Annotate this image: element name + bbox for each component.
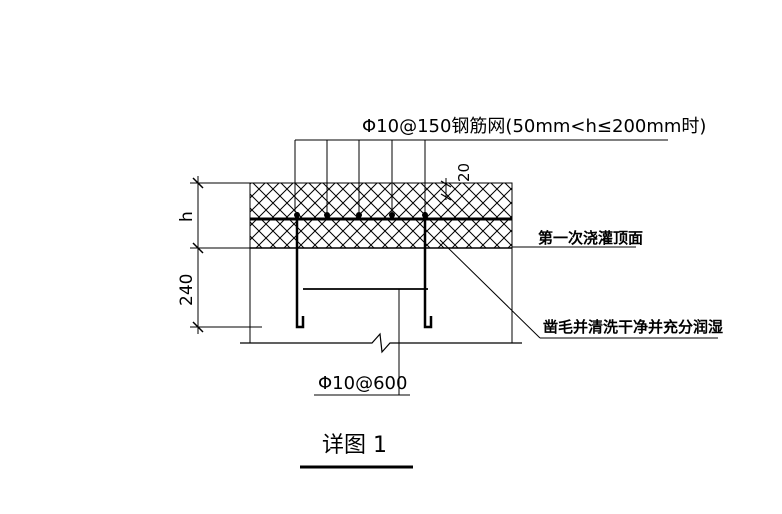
- rebar-section-1: [294, 212, 300, 218]
- rebar-section-2: [324, 212, 330, 218]
- rebar-section-4: [389, 212, 395, 218]
- rebar-section-3: [356, 212, 362, 218]
- upper-layer-dimension: h: [177, 211, 197, 222]
- right-dowel-bar: [423, 212, 433, 329]
- top-rebar-mesh-label: Φ10@150钢筋网(50mm<h≤200mm时): [362, 116, 706, 137]
- lower-layer-dimension: 240: [177, 274, 197, 306]
- cover-dimension: [435, 178, 460, 201]
- dimension-chain: [190, 176, 262, 334]
- concrete-layers: [249, 182, 513, 249]
- top-mesh-leader: [294, 139, 668, 212]
- cover-dimension-label: 20: [455, 163, 473, 182]
- slab-body: [240, 248, 522, 354]
- reinforcement: [294, 212, 433, 329]
- bottom-rebar-label: Φ10@600: [318, 373, 407, 394]
- left-dowel-bar: [295, 212, 305, 329]
- rebar-section-5: [422, 212, 428, 218]
- break-line: [240, 332, 522, 354]
- new-concrete-layer: [249, 182, 513, 220]
- roughen-note-label: 凿毛并清洗干净并充分润湿: [543, 318, 723, 336]
- old-concrete-top-layer: [249, 218, 513, 249]
- detail-title: 详图 1: [322, 433, 387, 458]
- first-pour-top-label: 第一次浇灌顶面: [538, 229, 643, 247]
- roughen-leader-diagonal: [439, 239, 541, 339]
